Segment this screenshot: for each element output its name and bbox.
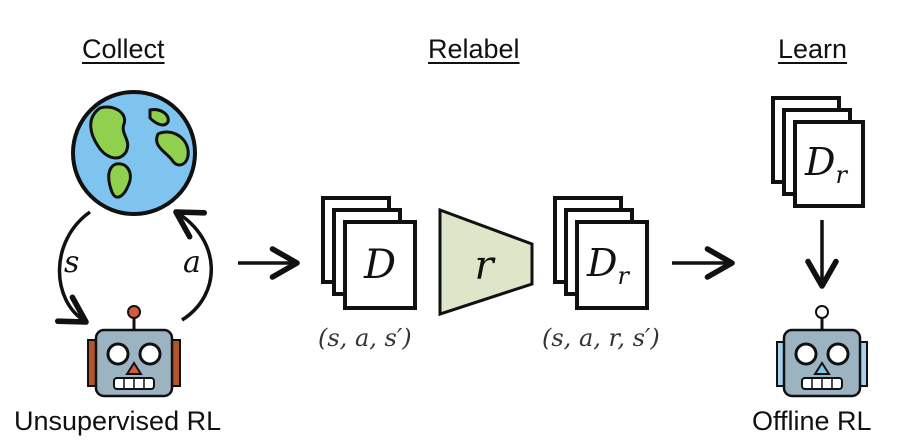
reward-model: r — [438, 207, 534, 317]
stage-collect-heading: Collect — [82, 34, 165, 64]
svg-text:Dr: Dr — [586, 241, 630, 290]
state-arrow — [54, 210, 92, 325]
dataset-learn-subscript: r — [835, 161, 848, 189]
dataset-relabeled-subscript: r — [617, 262, 630, 290]
dataset-raw-tuple: (s, a, s′) — [318, 324, 412, 352]
stage-learn-heading: Learn — [778, 34, 848, 64]
stage-relabel-heading: Relabel — [428, 34, 520, 64]
dataset-stack-raw: D — [321, 196, 417, 310]
dataset-raw-label: D — [363, 242, 396, 288]
svg-text:Dr: Dr — [804, 140, 848, 189]
robot-icon-left — [87, 305, 181, 398]
action-label: a — [183, 245, 201, 280]
dataset-learn-label: D — [804, 140, 835, 184]
action-arrow — [173, 209, 213, 322]
dataset-stack-learn: Dr — [771, 96, 865, 208]
dataset-stack-relabeled: Dr — [553, 196, 649, 310]
left-agent-caption: Unsupervised RL — [14, 406, 222, 436]
right-agent-caption: Offline RL — [752, 406, 872, 436]
robot-icon-right — [776, 305, 868, 398]
dataset-relabeled-tuple: (s, a, r, s′) — [542, 324, 660, 352]
dataset-relabeled-label: D — [586, 241, 617, 285]
state-label: s — [64, 245, 79, 280]
globe-icon — [71, 90, 197, 216]
reward-model-label: r — [474, 243, 496, 289]
